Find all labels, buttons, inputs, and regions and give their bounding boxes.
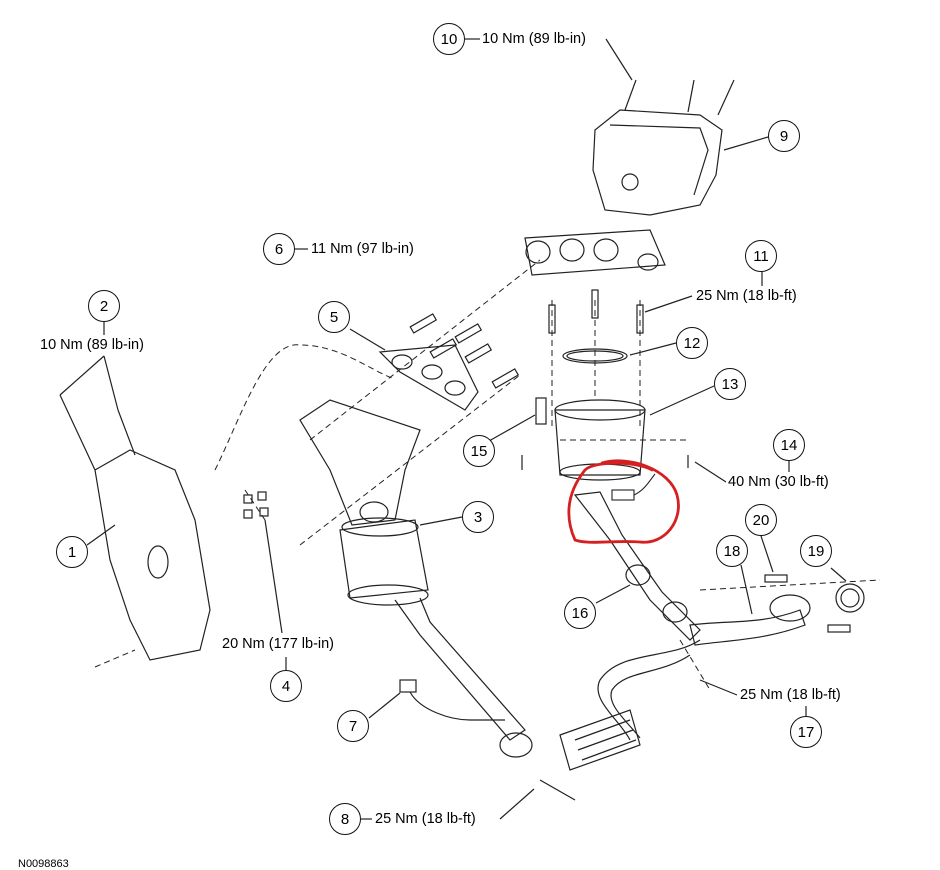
callout-14: 14 — [773, 429, 805, 461]
callout-11: 11 — [745, 240, 777, 272]
torque-label-17: 25 Nm (18 lb-ft) — [740, 687, 841, 703]
callout-5: 5 — [318, 301, 350, 333]
highlight-circle — [567, 459, 680, 544]
torque-label-8: 25 Nm (18 lb-ft) — [375, 811, 476, 827]
callout-15: 15 — [463, 435, 495, 467]
torque-label-4: 20 Nm (177 lb-in) — [222, 636, 335, 652]
callout-8: 8 — [329, 803, 361, 835]
torque-label-11: 25 Nm (18 lb-ft) — [696, 288, 797, 304]
callout-2: 2 — [88, 290, 120, 322]
callout-9: 9 — [768, 120, 800, 152]
callout-1: 1 — [56, 536, 88, 568]
torque-label-10: 10 Nm (89 lb-in) — [482, 31, 586, 47]
callout-18: 18 — [716, 535, 748, 567]
callout-12: 12 — [676, 327, 708, 359]
callout-7: 7 — [337, 710, 369, 742]
callout-20: 20 — [745, 504, 777, 536]
callout-17: 17 — [790, 716, 822, 748]
callout-19: 19 — [800, 535, 832, 567]
callout-16: 16 — [564, 597, 596, 629]
torque-label-2: 10 Nm (89 lb-in) — [40, 337, 144, 353]
figure-id: N0098863 — [18, 858, 69, 870]
torque-label-14: 40 Nm (30 lb-ft) — [728, 474, 829, 490]
callout-6: 6 — [263, 233, 295, 265]
torque-label-6: 11 Nm (97 lb-in) — [311, 241, 414, 257]
callout-10: 10 — [433, 23, 465, 55]
callout-13: 13 — [714, 368, 746, 400]
callout-3: 3 — [462, 501, 494, 533]
callout-4: 4 — [270, 670, 302, 702]
